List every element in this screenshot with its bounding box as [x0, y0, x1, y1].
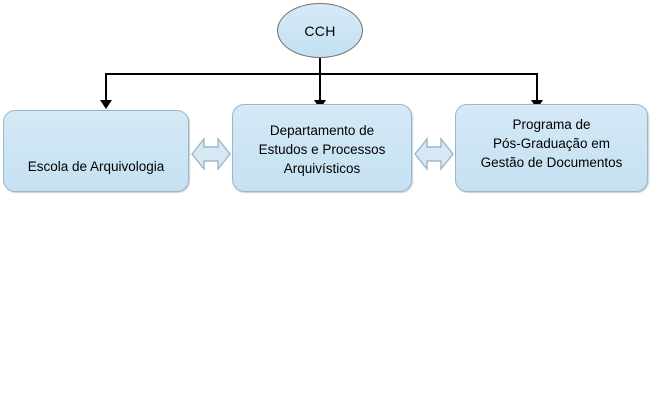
node-departamento-label: Departamento de Estudos e Processos Arqu… — [258, 123, 386, 176]
connector-horizontal-bus — [105, 73, 537, 75]
connector-drop-departamento — [319, 73, 321, 102]
node-programa-de-pos-graduacao-em-gestao-de-documentos[interactable]: Programa de Pós-Graduação em Gestão de D… — [455, 104, 648, 192]
double-arrow-icon-departamento-programa — [413, 128, 455, 180]
node-programa-label: Programa de Pós-Graduação em Gestão de D… — [480, 117, 623, 170]
node-escola-de-arquivologia-label: Escola de Arquivologia — [27, 159, 165, 174]
node-escola-de-arquivologia[interactable]: Escola de Arquivologia — [3, 110, 189, 192]
node-cch[interactable]: CCH — [277, 3, 363, 58]
connector-drop-programa — [536, 73, 538, 102]
connector-drop-escola — [105, 73, 107, 102]
node-cch-label: CCH — [304, 22, 336, 39]
double-arrow-icon-escola-departamento — [190, 128, 232, 180]
node-departamento-de-estudos-e-processos-arquivisticos[interactable]: Departamento de Estudos e Processos Arqu… — [232, 104, 412, 192]
arrow-down-icon-escola — [100, 100, 112, 109]
connector-root-stem — [319, 58, 321, 74]
